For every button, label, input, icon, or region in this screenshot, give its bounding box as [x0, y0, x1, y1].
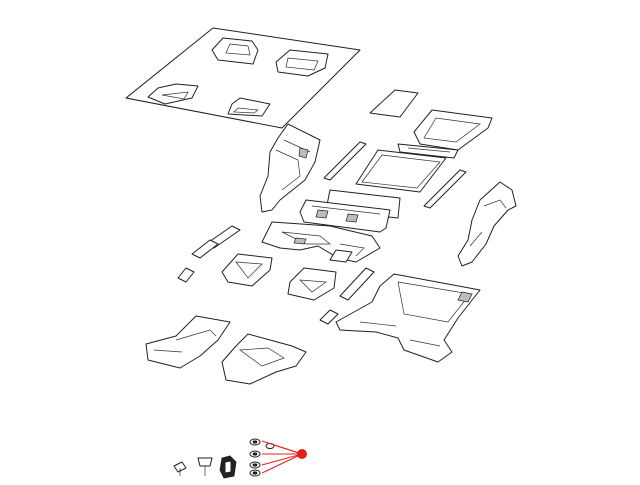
cargo-mat[interactable]: [369, 89, 419, 118]
right-quarter-trim[interactable]: [457, 181, 517, 267]
plug-grommet[interactable]: [219, 455, 237, 479]
front-floor-carpet-left[interactable]: [145, 315, 231, 369]
retainer-clip[interactable]: [197, 457, 213, 476]
rear-footwell-left[interactable]: [221, 253, 273, 287]
left-quarter-trim[interactable]: [259, 123, 321, 213]
front-floor-carpet-right[interactable]: [221, 333, 307, 385]
rear-footwell-right[interactable]: [287, 267, 337, 301]
floor-mat-set[interactable]: [125, 27, 361, 129]
tunnel-support[interactable]: [329, 249, 353, 263]
crossmember-right[interactable]: [319, 267, 375, 325]
washer-nuts[interactable]: [249, 438, 275, 477]
rear-floor-panel[interactable]: [355, 149, 447, 193]
callout-dot: [297, 449, 307, 459]
rear-cargo-floor[interactable]: [335, 273, 481, 363]
crossmember-left[interactable]: [177, 225, 241, 283]
sill-plate-left-front[interactable]: [323, 141, 367, 181]
cargo-tray[interactable]: [397, 109, 493, 159]
callout-marker[interactable]: [261, 440, 307, 474]
push-pin-fastener[interactable]: [173, 461, 187, 476]
sill-plate-right-front[interactable]: [423, 169, 467, 209]
rear-seat-riser[interactable]: [299, 189, 401, 233]
